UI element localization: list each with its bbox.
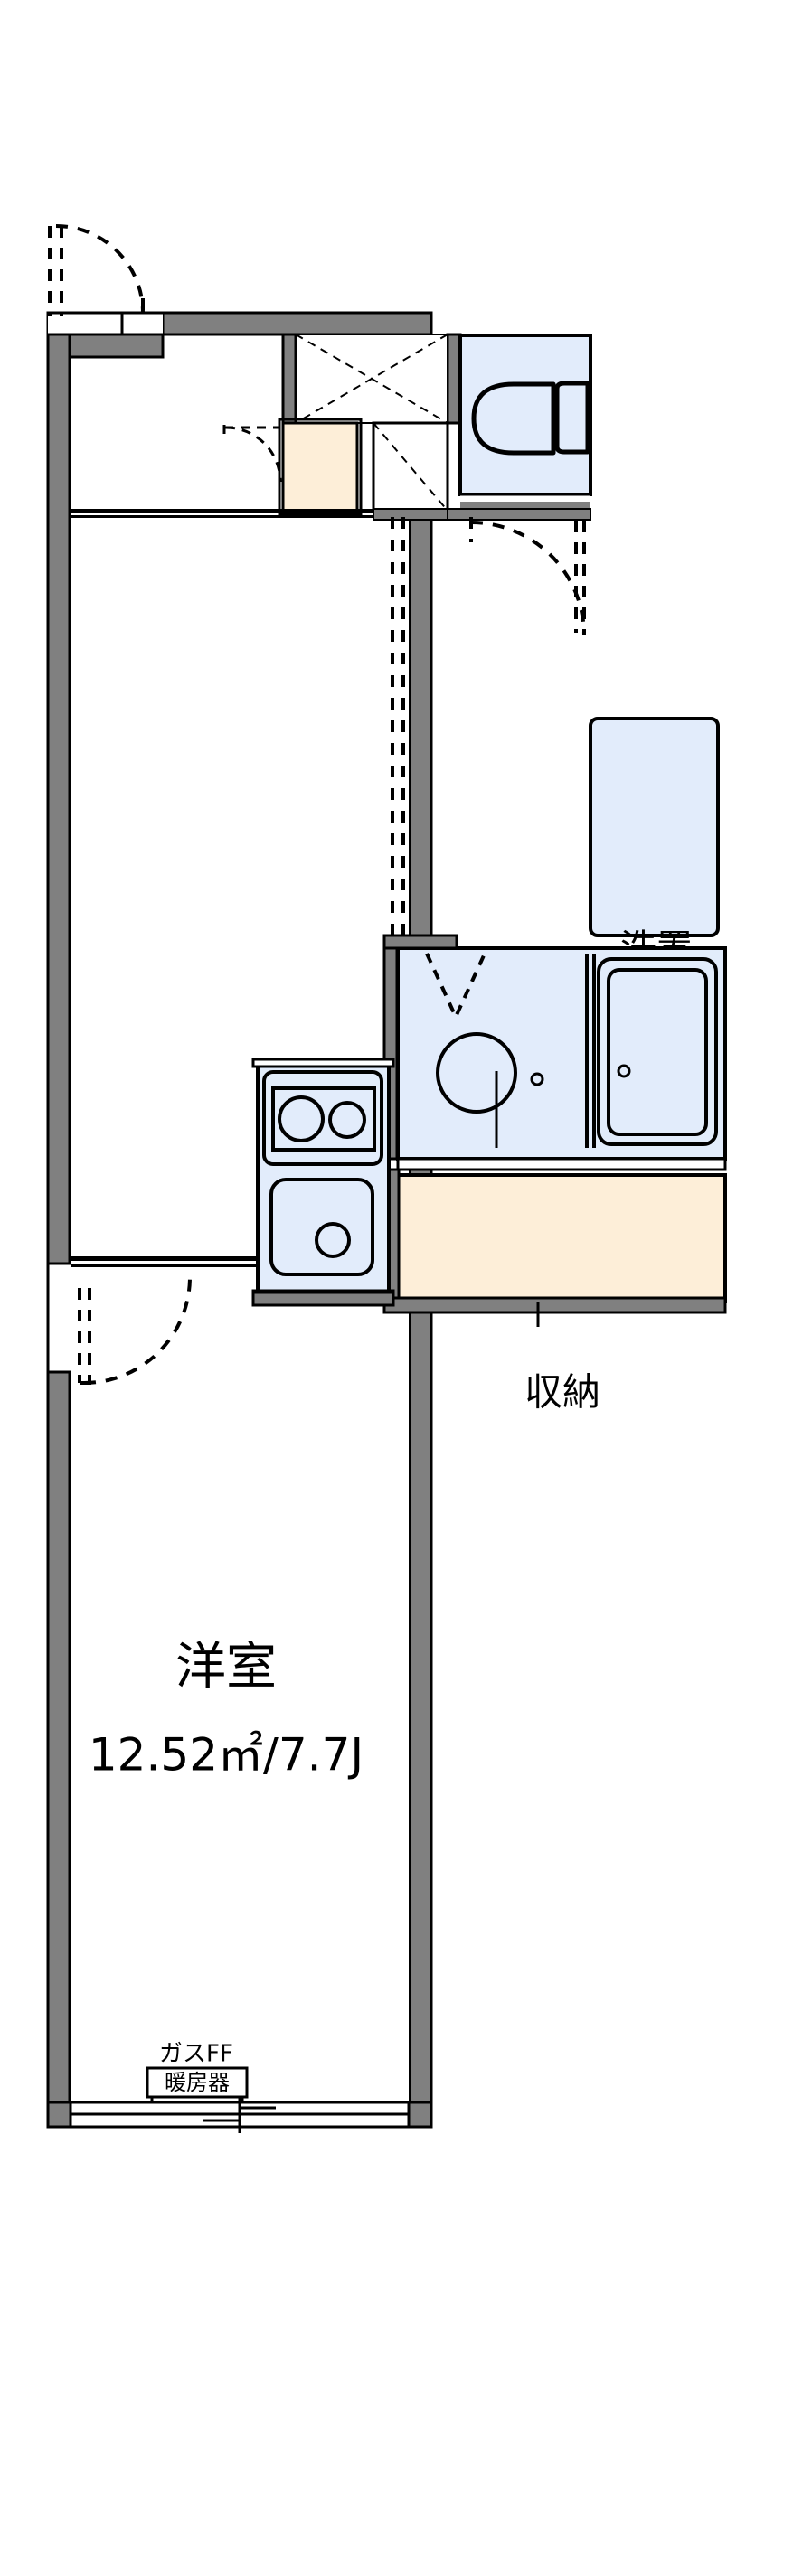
kitchen [251, 1058, 395, 1300]
closet-label: 収納 [524, 1370, 600, 1415]
toilet-swing-door[interactable] [469, 517, 586, 636]
entry-closet-lower [372, 421, 449, 512]
bottom-left-wall-cap [46, 2101, 72, 2129]
main-room-area: 12.52㎡/7.7J [89, 1729, 364, 1782]
stove-burner-left [278, 1095, 325, 1142]
heater-unit: ガスFF 暖房器 [146, 2041, 249, 2113]
sink-drain [315, 1222, 351, 1258]
entry-sliding-closet[interactable] [295, 334, 448, 424]
entrance-area [71, 311, 433, 359]
main-room-label: 洋室 [175, 1638, 277, 1697]
balcony-sliding-window[interactable] [71, 2097, 409, 2133]
washer-pan [589, 717, 720, 937]
entrance-swing-door[interactable] [48, 224, 145, 316]
living-room-swing-door[interactable] [78, 1276, 192, 1385]
shoe-cabinet [278, 418, 363, 516]
toilet-room-display [458, 334, 592, 496]
bath-folding-door[interactable] [425, 953, 486, 1021]
living-room-door-opening [46, 1262, 71, 1374]
heater-box-label: 暖房器 [165, 2070, 230, 2095]
hall-sliding-partition[interactable] [391, 517, 405, 940]
closet [382, 1168, 727, 1314]
kitchen-partition-wall [251, 1291, 395, 1307]
hall-wall-band [447, 508, 591, 521]
shoe-cabinet-door[interactable] [222, 425, 282, 483]
hall-kitchen-divider [71, 1256, 258, 1267]
bottom-right-wall-cap [407, 2101, 433, 2129]
heater-caption: ガスFF [159, 2041, 233, 2068]
bathroom [396, 946, 727, 1161]
closet-sliding-door[interactable] [506, 1302, 570, 1327]
entrance-door-opening [48, 311, 163, 336]
stove-burner-right [328, 1101, 366, 1139]
bathroom-walls [382, 934, 727, 1171]
